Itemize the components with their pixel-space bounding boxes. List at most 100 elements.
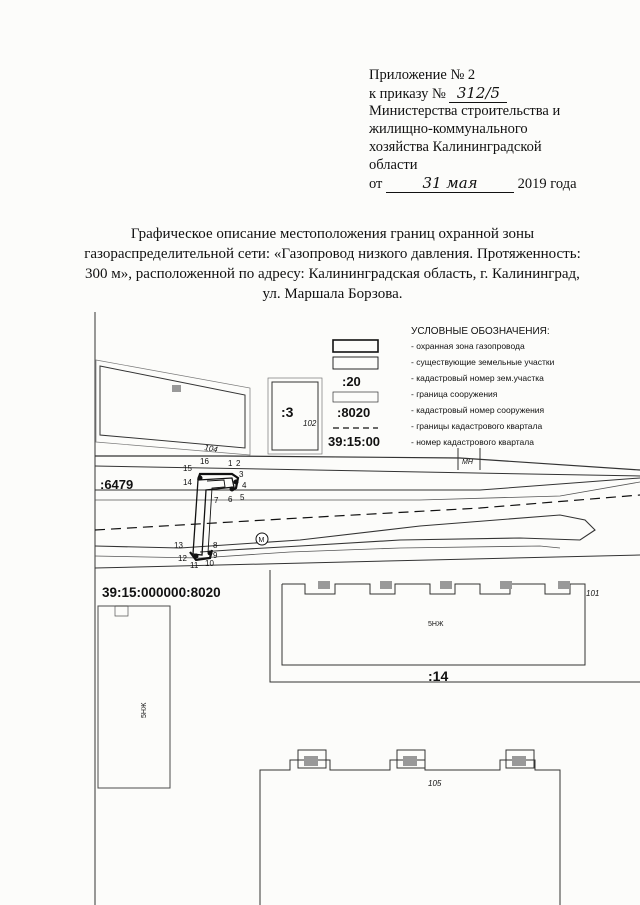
point-label-16: 16	[200, 457, 209, 466]
point-label-5: 5	[240, 493, 245, 502]
building-label-5nzh-vertical: 5НЖ	[141, 702, 148, 718]
road-lower-line	[94, 545, 561, 559]
parcel-label-3: :3	[281, 404, 294, 420]
legend-item-structure-number: - кадастровый номер сооружения	[411, 405, 545, 415]
building-5nzh-outline	[97, 605, 171, 789]
building-5nzh-left	[97, 605, 171, 789]
date-suffix: 2019 года	[517, 176, 577, 192]
cadastral-map: 104 :3 102 МН :6479 М 1 2 3	[94, 312, 640, 905]
legend-symbol-structure-number: :8020	[337, 405, 370, 420]
building-entrance	[172, 385, 181, 392]
building-entrance-1	[318, 581, 330, 589]
title-line-4: ул. Маршала Борзова.	[262, 286, 403, 302]
building-entrance-4	[500, 581, 512, 589]
building-105-porch-2	[396, 749, 426, 769]
ministry-line-3: хозяйства Калининградской	[369, 139, 542, 155]
date-prefix: от	[369, 176, 383, 192]
legend-item-quarter-boundary: - границы кадастрового квартала	[411, 421, 542, 431]
gas-protection-zone	[192, 477, 235, 556]
building-number-104: 104	[204, 443, 219, 454]
legend-symbol-protection-zone	[332, 339, 379, 353]
building-entrance-3	[440, 581, 452, 589]
building-102	[271, 381, 319, 451]
legend-item-structure-boundary: - граница сооружения	[411, 389, 498, 399]
parcel-line-middle	[95, 481, 640, 501]
order-ref: к приказу № 312/5	[369, 84, 508, 103]
legend-symbol-quarter-number: 39:15:00	[328, 434, 380, 449]
title-line-1: Графическое описание местоположения гран…	[130, 226, 535, 242]
point-3	[233, 479, 239, 485]
parcel-boundary-104	[95, 359, 251, 456]
building-number-102: 102	[303, 419, 317, 428]
parcel-14-boundary	[269, 570, 640, 683]
parcel-boundary-102	[267, 377, 323, 455]
legend-item-protection-zone: - охранная зона газопровода	[411, 341, 525, 351]
manhole-label: М	[259, 537, 265, 544]
order-date: от 31 мая 2019 года	[369, 174, 577, 193]
point-label-15: 15	[183, 464, 192, 473]
legend-symbols: :20 :8020 39:15:00	[328, 339, 380, 449]
point-label-10: 10	[205, 559, 214, 568]
legend-item-parcel-number: - кадастровый номер зем.участка	[411, 373, 544, 383]
parcel-label-6479: :6479	[100, 477, 133, 492]
parcel-line-upper	[94, 465, 640, 477]
manhole-marker	[255, 532, 269, 546]
point-label-13: 13	[174, 541, 183, 550]
legend: УСЛОВНЫЕ ОБОЗНАЧЕНИЯ: - охранная зона га…	[411, 326, 555, 447]
point-label-8: 8	[213, 541, 218, 550]
point-label-1: 1	[228, 459, 233, 468]
point-12	[193, 553, 199, 559]
building-label-mn: МН	[462, 459, 474, 466]
point-label-3: 3	[239, 470, 244, 479]
road-upper-edge	[95, 455, 640, 471]
building-entrance-5	[558, 581, 570, 589]
point-14	[197, 475, 203, 481]
point-9	[207, 550, 213, 556]
point-label-12: 12	[178, 554, 187, 563]
road-lower-edge	[94, 554, 640, 569]
parcel-line-6479	[95, 477, 640, 491]
point-label-11: 11	[190, 561, 199, 570]
title-line-3: 300 м», расположенной по адресу: Калинин…	[85, 266, 580, 282]
order-number-handwritten: 312/5	[449, 84, 508, 103]
title-line-2: газораспределительной сети: «Газопровод …	[84, 246, 581, 262]
gas-pipeline-top	[196, 472, 240, 491]
legend-symbol-parcel-number: :20	[342, 374, 361, 389]
cadastral-quarter-boundary	[94, 494, 640, 531]
legend-title: УСЛОВНЫЕ ОБОЗНАЧЕНИЯ:	[411, 326, 550, 337]
point-label-6: 6	[228, 495, 233, 504]
gas-pipeline-inner	[206, 479, 226, 554]
structure-cadastral-number: 39:15:000000:8020	[102, 585, 221, 600]
building-105-entrance-2	[403, 756, 417, 766]
building-105-porch-1	[297, 749, 327, 769]
ministry-line-1: Министерства строительства и	[369, 103, 561, 119]
building-number-105: 105	[428, 779, 442, 788]
building-number-101: 101	[586, 589, 599, 598]
order-ref-label: к приказу №	[369, 86, 446, 102]
ministry-line-4: области	[369, 157, 418, 173]
building-104	[99, 365, 246, 449]
building-105-entrance-1	[304, 756, 318, 766]
document-title: Графическое описание местоположения гран…	[60, 224, 605, 304]
point-label-4: 4	[242, 481, 247, 490]
ministry-line-2: жилищно-коммунального	[369, 121, 528, 137]
appendix-label: Приложение № 2	[369, 67, 476, 83]
building-entrance-2	[380, 581, 392, 589]
point-6	[229, 486, 235, 492]
legend-item-land-parcels: - существующие земельные участки	[411, 357, 555, 367]
point-label-14: 14	[183, 478, 192, 487]
building-105-porch-3	[505, 749, 535, 769]
building-105-entrance-3	[512, 756, 526, 766]
building-105	[259, 759, 561, 905]
legend-item-quarter-number: - номер кадастрового квартала	[411, 437, 534, 447]
road-structure-outline	[94, 514, 596, 553]
parcel-label-14: :14	[428, 668, 448, 684]
legend-symbol-structure-boundary	[332, 391, 379, 403]
point-label-9: 9	[213, 551, 218, 560]
date-handwritten: 31 мая	[386, 174, 515, 193]
point-label-2: 2	[236, 459, 241, 468]
point-label-7: 7	[214, 496, 219, 505]
legend-symbol-land-parcel	[332, 356, 379, 370]
building-label-5nzh: 5НЖ	[428, 621, 444, 628]
